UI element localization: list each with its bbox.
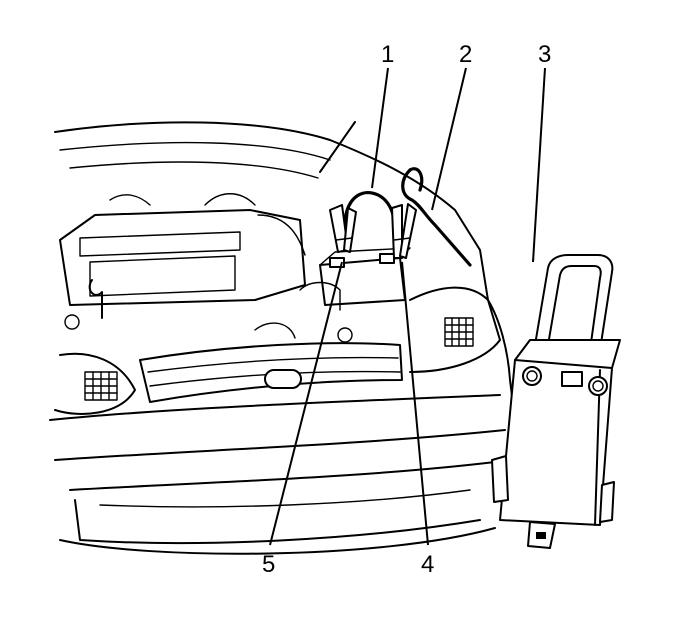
callout-2: 2 xyxy=(459,41,472,68)
callout-labels: 1 2 3 4 5 xyxy=(262,41,551,578)
negative-clamp xyxy=(329,204,357,253)
vehicle-front-end xyxy=(49,121,516,555)
cable-2 xyxy=(401,168,472,267)
grille xyxy=(139,342,403,403)
callout-3: 3 xyxy=(538,41,551,68)
leader-5 xyxy=(269,261,343,546)
leader-3 xyxy=(532,67,546,263)
positive-clamp xyxy=(391,203,417,259)
callout-1: 1 xyxy=(381,41,394,68)
callout-4: 4 xyxy=(421,551,434,578)
callout-leaders xyxy=(269,67,546,546)
callout-5: 5 xyxy=(262,551,275,578)
engine-compartment xyxy=(59,193,411,343)
front-bumper xyxy=(49,394,506,555)
leader-4 xyxy=(401,261,429,546)
right-headlight xyxy=(444,317,474,347)
leader-2 xyxy=(431,67,467,211)
leader-1 xyxy=(371,67,389,189)
left-headlight xyxy=(54,352,136,415)
battery-charger xyxy=(491,254,621,549)
